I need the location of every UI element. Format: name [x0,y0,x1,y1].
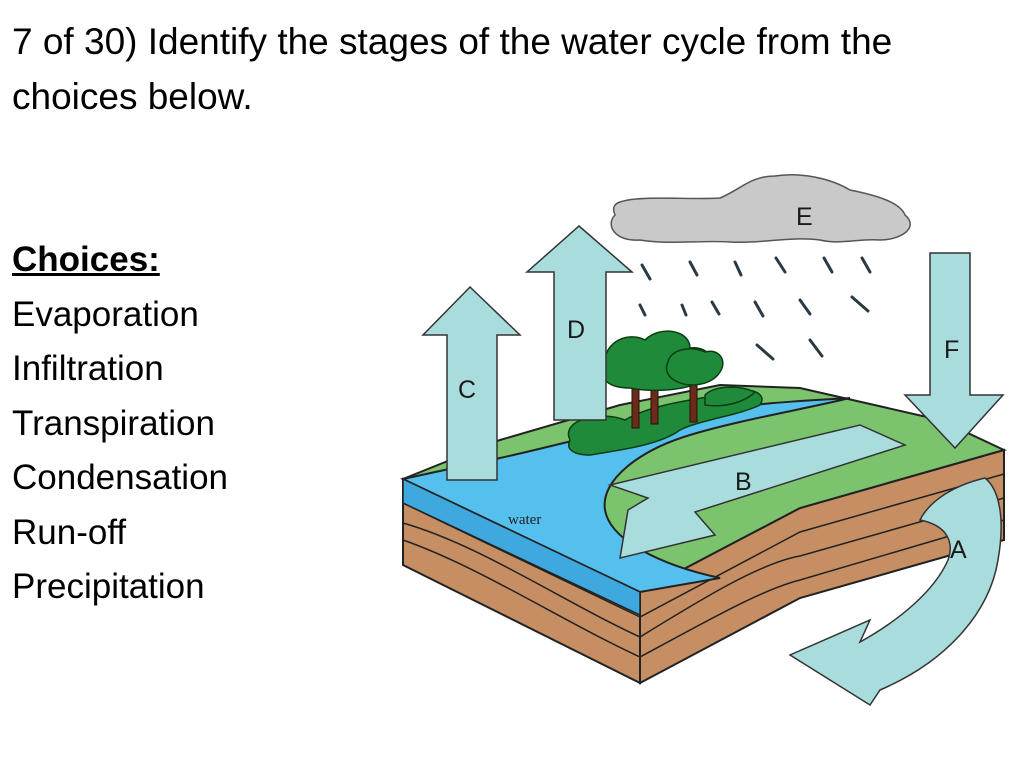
choices-list: Evaporation Infiltration Transpiration C… [12,288,228,615]
arrow-f [903,252,1005,450]
choice-evaporation: Evaporation [12,294,199,334]
choice-infiltration: Infiltration [12,349,164,388]
arrow-c [421,285,522,481]
choice-precipitation: Precipitation [12,567,205,606]
choice-transpiration: Transpiration [12,403,215,443]
label-e: E [796,203,813,231]
choice-run-off: Run-off [12,512,127,552]
choices-panel: Choices: Evaporation Infiltration Transp… [12,233,228,615]
water-front-face [402,477,641,617]
trees-icon [567,330,763,456]
label-f: F [944,336,959,364]
choices-heading: Choices: [12,240,160,279]
question-title: 7 of 30) Identify the stages of the wate… [12,21,893,117]
label-c: C [458,376,476,404]
arrow-d [525,225,635,421]
water-cycle-diagram: water E C D F B A [399,174,1007,707]
choice-condensation: Condensation [12,458,228,497]
label-d: D [567,316,585,344]
water-label: water [508,512,541,528]
rain-drops [638,256,872,361]
label-a: A [950,536,967,564]
arrow-b [607,424,908,559]
cloud-icon [610,174,911,244]
label-b: B [735,468,752,496]
arrow-a [788,477,1002,707]
